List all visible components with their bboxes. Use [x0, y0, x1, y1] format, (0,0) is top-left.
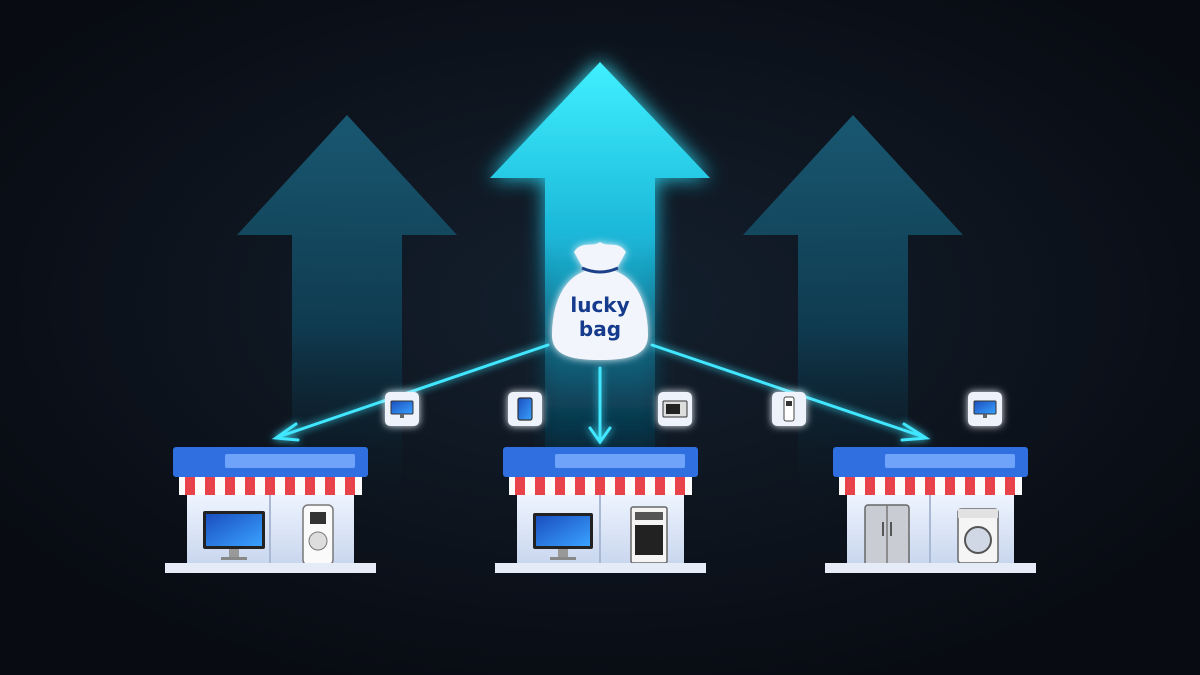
- store-left: [165, 447, 376, 573]
- store-base: [165, 563, 376, 573]
- center-arrowhead-icon: [588, 426, 612, 445]
- product-tiles: [385, 392, 1002, 426]
- store-base: [495, 563, 706, 573]
- oven-icon: [658, 392, 692, 426]
- monitor-icon: [533, 513, 593, 560]
- store-awning: [509, 477, 692, 495]
- line-to-right-store: [650, 343, 926, 439]
- store-awning: [179, 477, 362, 495]
- distribution-lines: [271, 343, 931, 445]
- left-arrowhead-icon: [271, 422, 300, 442]
- store-right: [825, 447, 1036, 573]
- tablet-icon: [508, 392, 542, 426]
- monitor-icon: [203, 511, 265, 560]
- right-arrowhead-icon: [900, 422, 931, 442]
- monitor-icon: [968, 392, 1002, 426]
- monitor-icon: [385, 392, 419, 426]
- store-awning: [839, 477, 1022, 495]
- lucky-bag: lucky bag: [552, 242, 648, 360]
- bag-label-line1: lucky: [570, 293, 629, 317]
- line-to-left-store: [276, 343, 550, 439]
- air-purifier-icon: [772, 392, 806, 426]
- washing-machine-icon: [957, 508, 999, 564]
- store-center: [495, 447, 706, 573]
- oven-icon: [630, 506, 668, 564]
- bag-label-line2: bag: [579, 317, 621, 341]
- store-base: [825, 563, 1036, 573]
- air-purifier-icon: [302, 504, 334, 566]
- refrigerator-icon: [864, 504, 910, 566]
